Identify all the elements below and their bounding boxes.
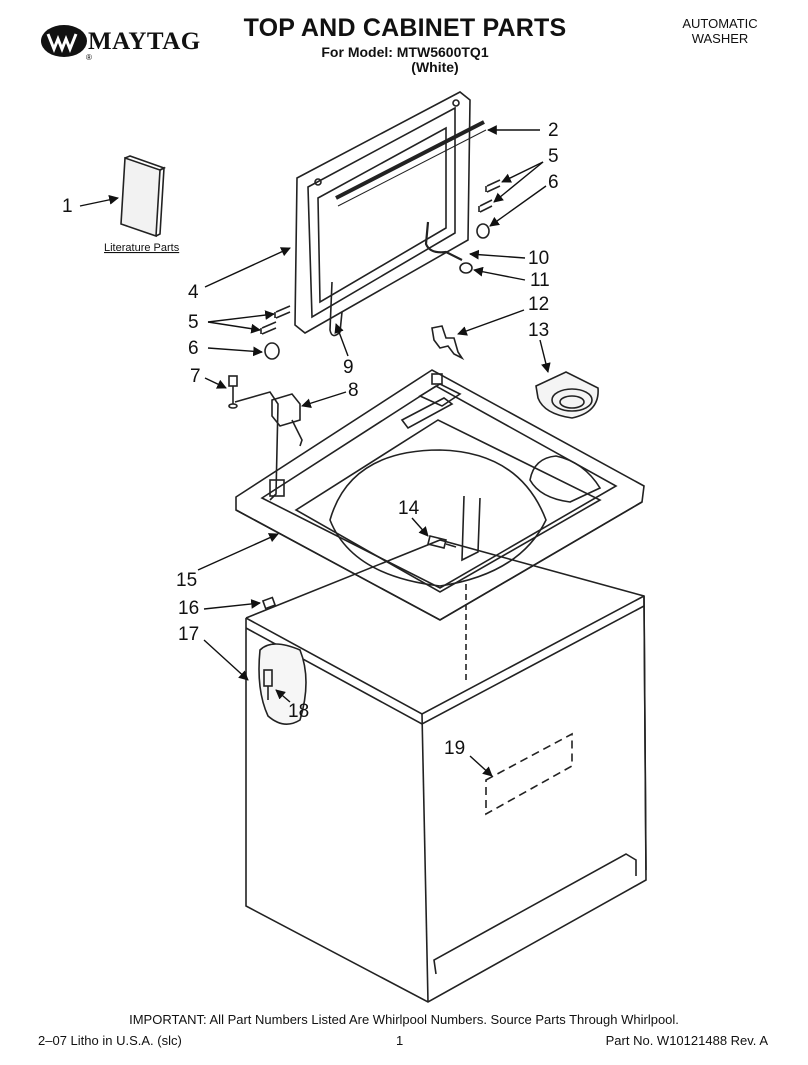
screw-7-part xyxy=(228,375,238,409)
model-variant: (White) xyxy=(411,59,459,75)
clip-part xyxy=(431,325,465,361)
callout-5-right: 5 xyxy=(548,146,559,167)
footer-page-number: 1 xyxy=(396,1033,404,1048)
callout-16: 16 xyxy=(178,598,199,619)
literature-parts-label: Literature Parts xyxy=(104,242,180,254)
callout-4: 4 xyxy=(188,282,199,303)
callout-13: 13 xyxy=(528,320,549,341)
bumper-right-part xyxy=(476,223,490,239)
lid-switch-part xyxy=(234,391,303,501)
hinge-rod-right-part xyxy=(424,221,463,261)
lid-part xyxy=(294,91,487,334)
callout-12: 12 xyxy=(528,294,549,315)
product-type-line1: AUTOMATIC xyxy=(682,16,758,31)
callout-6-left: 6 xyxy=(188,338,199,359)
maytag-logo: ® xyxy=(41,25,92,62)
screw-14-part xyxy=(427,535,457,549)
dispenser-part xyxy=(535,371,599,419)
callout-18: 18 xyxy=(288,701,309,722)
callout-5-left: 5 xyxy=(188,312,199,333)
footer-litho: 2–07 Litho in U.S.A. (slc) xyxy=(38,1033,182,1048)
svg-text:®: ® xyxy=(86,53,92,62)
callout-1: 1 xyxy=(62,196,73,217)
bushing-part xyxy=(459,262,473,274)
callout-7: 7 xyxy=(190,366,201,387)
callout-10: 10 xyxy=(528,248,549,269)
brand-name: MAYTAG xyxy=(88,28,201,55)
callout-9: 9 xyxy=(343,357,354,378)
callout-8: 8 xyxy=(348,380,359,401)
page-title: TOP AND CABINET PARTS xyxy=(243,14,567,42)
literature-booklet xyxy=(120,155,167,238)
footer-note: IMPORTANT: All Part Numbers Listed Are W… xyxy=(129,1012,679,1027)
top-panel-part xyxy=(235,369,645,621)
callout-14: 14 xyxy=(398,498,420,519)
model-subtitle: For Model: MTW5600TQ1 xyxy=(321,44,489,60)
footer-part-number: Part No. W10121488 Rev. A xyxy=(605,1033,768,1048)
bumper-left-part xyxy=(264,342,280,360)
callout-2: 2 xyxy=(548,120,559,141)
callout-17: 17 xyxy=(178,624,199,645)
callout-11: 11 xyxy=(530,270,550,291)
serial-plate-part xyxy=(485,732,573,816)
clip-16-part xyxy=(261,596,277,610)
cabinet-part xyxy=(245,539,647,1003)
screw-right-parts xyxy=(478,179,501,213)
callout-15: 15 xyxy=(176,570,197,591)
product-type-line2: WASHER xyxy=(691,31,749,46)
callout-6-right: 6 xyxy=(548,172,559,193)
callout-19: 19 xyxy=(444,738,465,759)
screw-left-parts xyxy=(260,305,291,335)
product-type: AUTOMATIC WASHER xyxy=(660,16,780,46)
